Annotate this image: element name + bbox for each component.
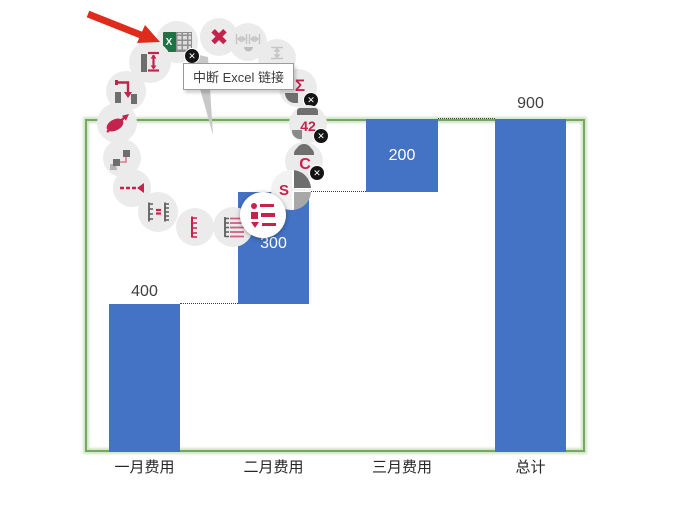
category-label-march[interactable]: 三月费用 (371, 459, 432, 476)
remove-cagr-label-badge[interactable]: ✕ (309, 165, 325, 181)
legend-icon (250, 202, 276, 228)
datasheet-grid-icon (174, 32, 192, 52)
connector-feb-mar (309, 191, 366, 192)
value-label-january[interactable]: 400 (131, 283, 158, 300)
category-label-total[interactable]: 总计 (515, 459, 546, 476)
same-scale-icon (148, 202, 169, 222)
delete-icon: ✖ (209, 23, 229, 50)
connector-button[interactable] (103, 139, 141, 177)
value-label-total[interactable]: 900 (517, 95, 544, 112)
excel-link-icon: X (162, 32, 192, 52)
difference-arrow-button[interactable] (106, 71, 146, 111)
sum-label-icon: Σ (294, 75, 306, 95)
category-label-february[interactable]: 二月费用 (243, 459, 304, 476)
scale-icon (191, 216, 197, 238)
total-difference-arrow-icon (141, 51, 159, 72)
remove-value-label-badge[interactable]: ✕ (313, 128, 329, 144)
bar-top-shape-icon (297, 108, 318, 115)
cagr-label-icon: C (299, 156, 311, 173)
connector-jan-feb (180, 303, 238, 304)
hat-shape-icon (296, 144, 312, 154)
series-label-button[interactable]: S (271, 170, 311, 210)
legend-button[interactable] (240, 192, 286, 238)
remove-excel-link-badge[interactable]: ✕ (184, 48, 200, 64)
connector-icon (110, 150, 130, 170)
value-line-icon (120, 183, 144, 193)
category-label-january[interactable]: 一月费用 (114, 459, 175, 476)
chart-selection-frame (85, 119, 585, 452)
gridlines-icon (224, 217, 244, 238)
scale-button[interactable] (176, 208, 214, 246)
bar-shape-icon (292, 130, 302, 139)
connector-mar-total (438, 118, 495, 119)
bar-total[interactable] (495, 119, 566, 452)
trendline-icon (106, 114, 129, 133)
distribute-horizontal-icon (235, 34, 261, 52)
total-difference-arrow-button[interactable] (129, 41, 171, 83)
value-label-february[interactable]: 300 (260, 235, 287, 252)
annotation-arrow-icon (86, 10, 160, 43)
value-label-button[interactable]: 42 ✕ (289, 105, 329, 144)
bar-march[interactable] (366, 119, 438, 192)
segment-shape-icon (285, 93, 298, 103)
series-label-icon: S (278, 181, 289, 199)
tooltip: 中断 Excel 链接 (183, 63, 295, 90)
value-label-icon: 42 (300, 118, 316, 134)
bar-january[interactable] (109, 304, 180, 452)
difference-arrow-icon (115, 80, 137, 104)
trendline-button[interactable] (97, 103, 137, 143)
value-label-march[interactable]: 200 (388, 147, 416, 164)
